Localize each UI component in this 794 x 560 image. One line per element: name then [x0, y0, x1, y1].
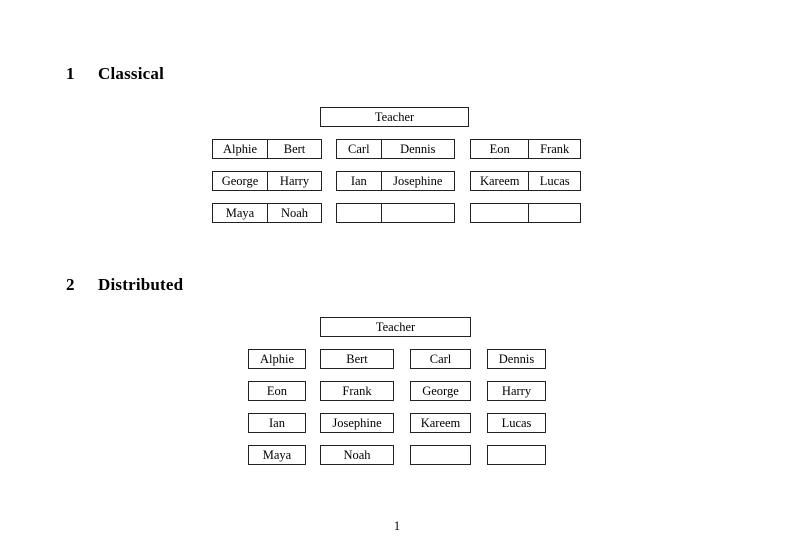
section-title: Classical — [98, 64, 165, 83]
classical-group-1-row-2[interactable]: George Harry — [212, 171, 322, 191]
section-heading-classical: 1 Classical — [66, 64, 164, 84]
distributed-cell[interactable]: Carl — [410, 349, 471, 369]
classical-group-2-row-2[interactable]: Ian Josephine — [336, 171, 455, 191]
cell-name[interactable]: Alphie — [222, 142, 258, 156]
cell-name[interactable]: Harry — [267, 172, 321, 190]
distributed-cell[interactable]: Lucas — [487, 413, 546, 433]
classical-group-2-row-3[interactable] — [336, 203, 455, 223]
classical-group-1-row-1[interactable]: Alphie Bert — [212, 139, 322, 159]
cell-name[interactable]: Noah — [267, 204, 321, 222]
distributed-cell[interactable]: Josephine — [320, 413, 394, 433]
cell-name[interactable]: Maya — [225, 206, 255, 220]
section-title: Distributed — [98, 275, 184, 294]
classical-group-3-row-3[interactable] — [470, 203, 581, 223]
cell-name[interactable] — [380, 204, 454, 222]
classical-group-2-row-1[interactable]: Carl Dennis — [336, 139, 455, 159]
classical-group-1-row-3[interactable]: Maya Noah — [212, 203, 322, 223]
page-number: 1 — [393, 519, 401, 533]
section-heading-distributed: 2 Distributed — [66, 275, 183, 295]
teacher-box-classical[interactable]: Teacher — [320, 107, 469, 127]
teacher-box-distributed[interactable]: Teacher — [320, 317, 471, 337]
distributed-cell[interactable]: Noah — [320, 445, 394, 465]
distributed-cell[interactable]: Alphie — [248, 349, 306, 369]
cell-name[interactable]: Eon — [489, 142, 510, 156]
distributed-cell[interactable] — [487, 445, 546, 465]
cell-name[interactable]: Bert — [267, 140, 321, 158]
distributed-cell[interactable]: Eon — [248, 381, 306, 401]
distributed-cell[interactable]: George — [410, 381, 471, 401]
distributed-cell[interactable]: Kareem — [410, 413, 471, 433]
cell-name[interactable]: Frank — [528, 140, 580, 158]
cell-name[interactable]: Dennis — [380, 140, 454, 158]
cell-name[interactable] — [528, 204, 580, 222]
cell-name[interactable]: Carl — [348, 142, 370, 156]
section-number: 1 — [66, 64, 75, 83]
distributed-cell[interactable]: Bert — [320, 349, 394, 369]
cell-name[interactable] — [337, 204, 381, 222]
cell-name[interactable] — [471, 204, 528, 222]
cell-name[interactable]: Kareem — [479, 174, 520, 188]
distributed-cell[interactable]: Dennis — [487, 349, 546, 369]
cell-name[interactable]: Ian — [350, 174, 367, 188]
cell-name[interactable]: George — [221, 174, 259, 188]
distributed-cell[interactable]: Frank — [320, 381, 394, 401]
section-number: 2 — [66, 275, 75, 294]
classical-group-3-row-1[interactable]: Eon Frank — [470, 139, 581, 159]
cell-name[interactable]: Lucas — [528, 172, 580, 190]
classical-group-3-row-2[interactable]: Kareem Lucas — [470, 171, 581, 191]
cell-name[interactable]: Josephine — [380, 172, 454, 190]
distributed-cell[interactable]: Harry — [487, 381, 546, 401]
distributed-cell[interactable] — [410, 445, 471, 465]
distributed-cell[interactable]: Maya — [248, 445, 306, 465]
distributed-cell[interactable]: Ian — [248, 413, 306, 433]
